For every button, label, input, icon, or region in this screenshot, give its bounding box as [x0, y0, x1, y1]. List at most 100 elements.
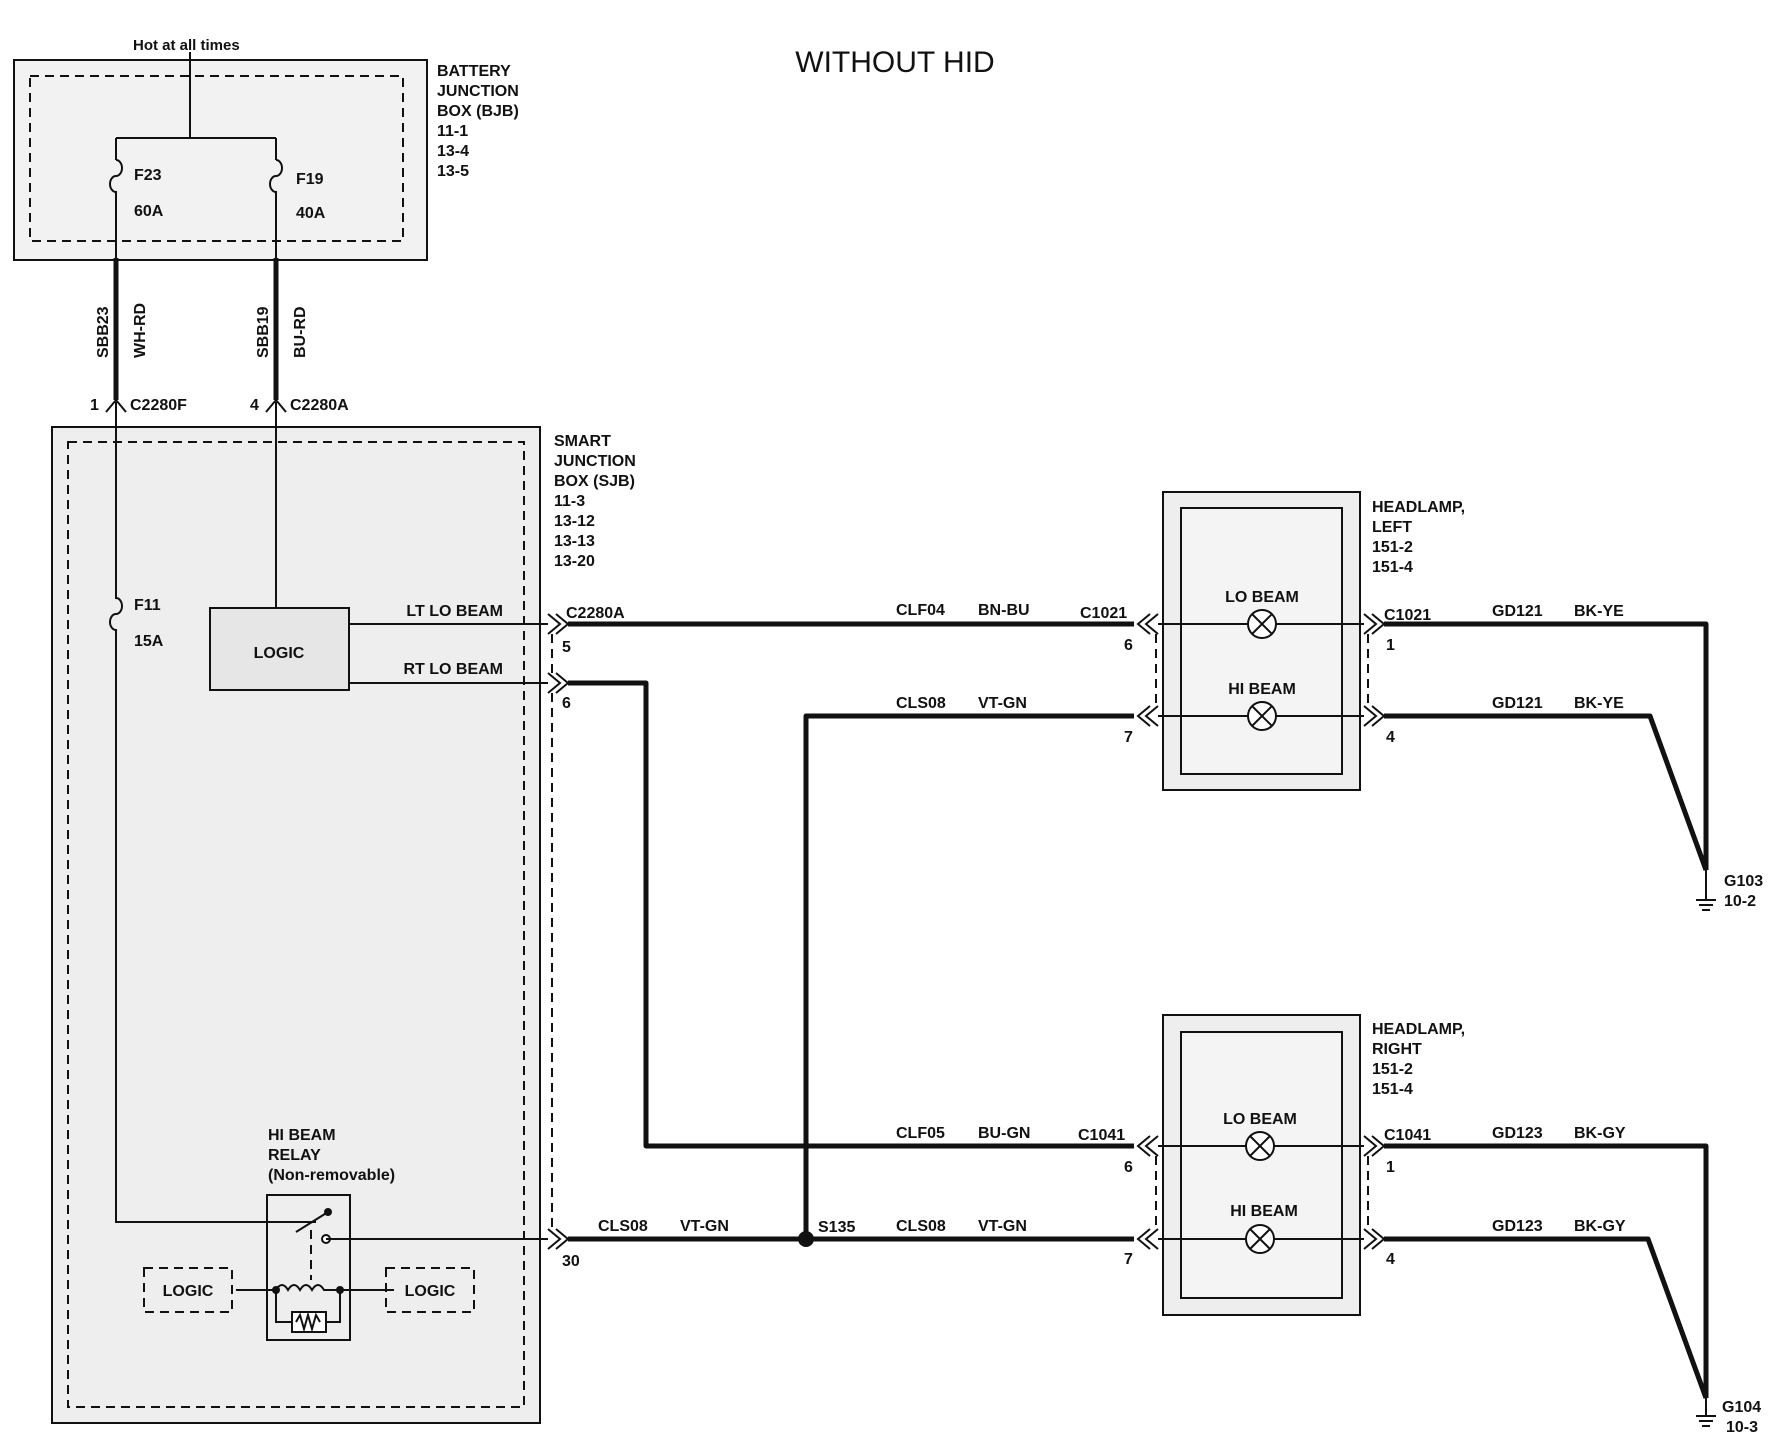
- wire-gd123-lo: [1384, 1143, 1709, 1398]
- wire-cls08-out-color: VT-GN: [978, 1218, 1027, 1235]
- connector-c2280f-id: C2280F: [130, 397, 187, 414]
- smart-junction-box: SMART JUNCTION BOX (SJB) 11-3 13-12 13-1…: [51, 402, 640, 1424]
- ground-g103-icon: [1696, 870, 1716, 911]
- hl-left-hi-beam-label: HI BEAM: [1228, 681, 1296, 698]
- hl-left-pin4-chevron: [1363, 705, 1386, 727]
- fuse-f11-id: F11: [134, 597, 161, 614]
- feed-wires: SBB23 WH-RD SBB19 BU-RD 1 C2280F 4 C2280…: [90, 258, 349, 414]
- connector-c2280f-arrow: [105, 398, 127, 413]
- connector-c2280a-id: C2280A: [290, 397, 349, 414]
- gd123-hi-color: BK-GY: [1574, 1218, 1626, 1235]
- gd121-hi-color: BK-YE: [1574, 695, 1624, 712]
- hl-right-pin4: 4: [1386, 1251, 1395, 1268]
- headlamp-left: HEADLAMP, LEFT 151-2 151-4 C1021 6 7 C10…: [1080, 491, 1763, 911]
- wire-sbb23-color: WH-RD: [132, 303, 149, 358]
- hl-left-pin6: 6: [1124, 637, 1133, 654]
- headlamp-right: HEADLAMP, RIGHT 151-2 151-4 C1041 6 7 C1…: [1078, 1014, 1761, 1436]
- wire-gd123-hi: [1384, 1236, 1709, 1399]
- connector-c2280f-pin: 1: [90, 397, 99, 414]
- pin-30-label: 30: [562, 1253, 580, 1270]
- headlamp-right-name: HEADLAMP, RIGHT 151-2 151-4: [1372, 1021, 1470, 1098]
- relay-resistor-zigzag: [295, 1311, 321, 1333]
- wire-sbb23-circuit: SBB23: [95, 306, 112, 358]
- wire-gd121-hi: [1384, 713, 1709, 871]
- hi-beam-relay-label: HI BEAM RELAY (Non-removable): [268, 1127, 395, 1184]
- hl-left-pin6-chevron: [1136, 613, 1159, 635]
- wire-clf04-circuit: CLF04: [896, 602, 945, 619]
- gd121-lo-circuit: GD121: [1492, 603, 1543, 620]
- hl-right-lo-bulb-icon: [1245, 1131, 1275, 1161]
- wire-cls08-in-color: VT-GN: [680, 1218, 729, 1235]
- fuse-f23-rating: 60A: [134, 203, 164, 220]
- fuse-f11-rating: 15A: [134, 633, 164, 650]
- hl-right-pin4-chevron: [1363, 1228, 1386, 1250]
- wire-cls08-left-color: VT-GN: [978, 695, 1027, 712]
- hl-right-pin7: 7: [1124, 1251, 1133, 1268]
- fuse-f19-rating: 40A: [296, 205, 326, 222]
- wire-clf05-color: BU-GN: [978, 1125, 1030, 1142]
- hl-right-lo-beam-label: LO BEAM: [1223, 1111, 1297, 1128]
- hl-right-hi-bulb-icon: [1245, 1224, 1275, 1254]
- wire-cls08-left: [803, 713, 1134, 1239]
- relay-coil: [236, 1284, 394, 1292]
- hl-left-out-connector-id: C1021: [1384, 607, 1431, 624]
- ground-g104-ref: 10-3: [1726, 1419, 1758, 1436]
- relay-logic-left: [143, 1267, 233, 1313]
- sjb-name: SMART JUNCTION BOX (SJB) 11-3 13-12 13-1…: [554, 433, 640, 570]
- pin-5-chevron: [547, 613, 570, 635]
- relay-logic-right-label: LOGIC: [405, 1283, 456, 1300]
- fuse-f19-symbol: [269, 159, 283, 258]
- pin-6-chevron: [547, 672, 570, 694]
- wire-clf05-circuit: CLF05: [896, 1125, 945, 1142]
- splice-s135-dot: [798, 1231, 814, 1247]
- relay-contact-common: [324, 1208, 332, 1216]
- ground-g104-icon: [1696, 1398, 1716, 1427]
- connector-c2280a-pin: 4: [250, 397, 259, 414]
- diagram-title: WITHOUT HID: [795, 46, 994, 79]
- wire-clf05: [568, 680, 1134, 1149]
- pin-30-chevron: [547, 1228, 570, 1250]
- wire-sbb19-color: BU-RD: [292, 306, 309, 358]
- gd123-lo-circuit: GD123: [1492, 1125, 1543, 1142]
- bjb-name: BATTERY JUNCTION BOX (BJB) 11-1 13-4 13-…: [437, 63, 523, 180]
- hl-right-pin6: 6: [1124, 1159, 1133, 1176]
- relay-switch-arm: [295, 1211, 329, 1233]
- lt-lo-beam-label: LT LO BEAM: [406, 603, 503, 620]
- gd123-hi-circuit: GD123: [1492, 1218, 1543, 1235]
- hl-right-hi-beam-label: HI BEAM: [1230, 1203, 1298, 1220]
- bjb-bus: [115, 52, 277, 160]
- hl-left-pin1: 1: [1386, 637, 1395, 654]
- hl-left-lo-beam-label: LO BEAM: [1225, 589, 1299, 606]
- c2280a-connector-id: C2280A: [566, 605, 625, 622]
- gd121-hi-circuit: GD121: [1492, 695, 1543, 712]
- hl-left-hi-bulb-icon: [1247, 701, 1277, 731]
- battery-junction-box: Hot at all times BATTERY JUNCTION BOX (B…: [13, 37, 523, 261]
- logic-module: [209, 607, 350, 691]
- hl-left-pin1-chevron: [1363, 613, 1386, 635]
- gd121-lo-color: BK-YE: [1574, 603, 1624, 620]
- gd123-lo-color: BK-GY: [1574, 1125, 1626, 1142]
- hl-right-out-connector-id: C1041: [1384, 1127, 1431, 1144]
- hl-left-in-connector-id: C1021: [1080, 605, 1127, 622]
- wire-cls08-in-circuit: CLS08: [598, 1218, 648, 1235]
- wire-sbb19-circuit: SBB19: [255, 306, 272, 358]
- relay-logic-left-label: LOGIC: [163, 1283, 214, 1300]
- hl-left-pin7: 7: [1124, 729, 1133, 746]
- connector-c2280a-arrow: [265, 398, 287, 413]
- wire-gd121-lo: [1384, 621, 1709, 870]
- relay-logic-right: [385, 1267, 475, 1313]
- splice-s135-label: S135: [818, 1219, 855, 1236]
- fuse-f19-id: F19: [296, 171, 324, 188]
- hl-right-pin1-chevron: [1363, 1135, 1386, 1157]
- hl-left-pin4: 4: [1386, 729, 1395, 746]
- ground-g104-id: G104: [1722, 1399, 1761, 1416]
- wire-cls08-left-circuit: CLS08: [896, 695, 946, 712]
- hl-right-pin1: 1: [1386, 1159, 1395, 1176]
- wire-cls08-out-circuit: CLS08: [896, 1218, 946, 1235]
- hi-beam-relay: [266, 1194, 351, 1341]
- hl-right-pin7-chevron: [1136, 1228, 1159, 1250]
- rt-lo-beam-label: RT LO BEAM: [403, 661, 503, 678]
- ground-g103-id: G103: [1724, 873, 1763, 890]
- harness-wires: CLF04 BN-BU CLS08 VT-GN CLF05 BU-GN CLS0…: [568, 602, 1134, 1247]
